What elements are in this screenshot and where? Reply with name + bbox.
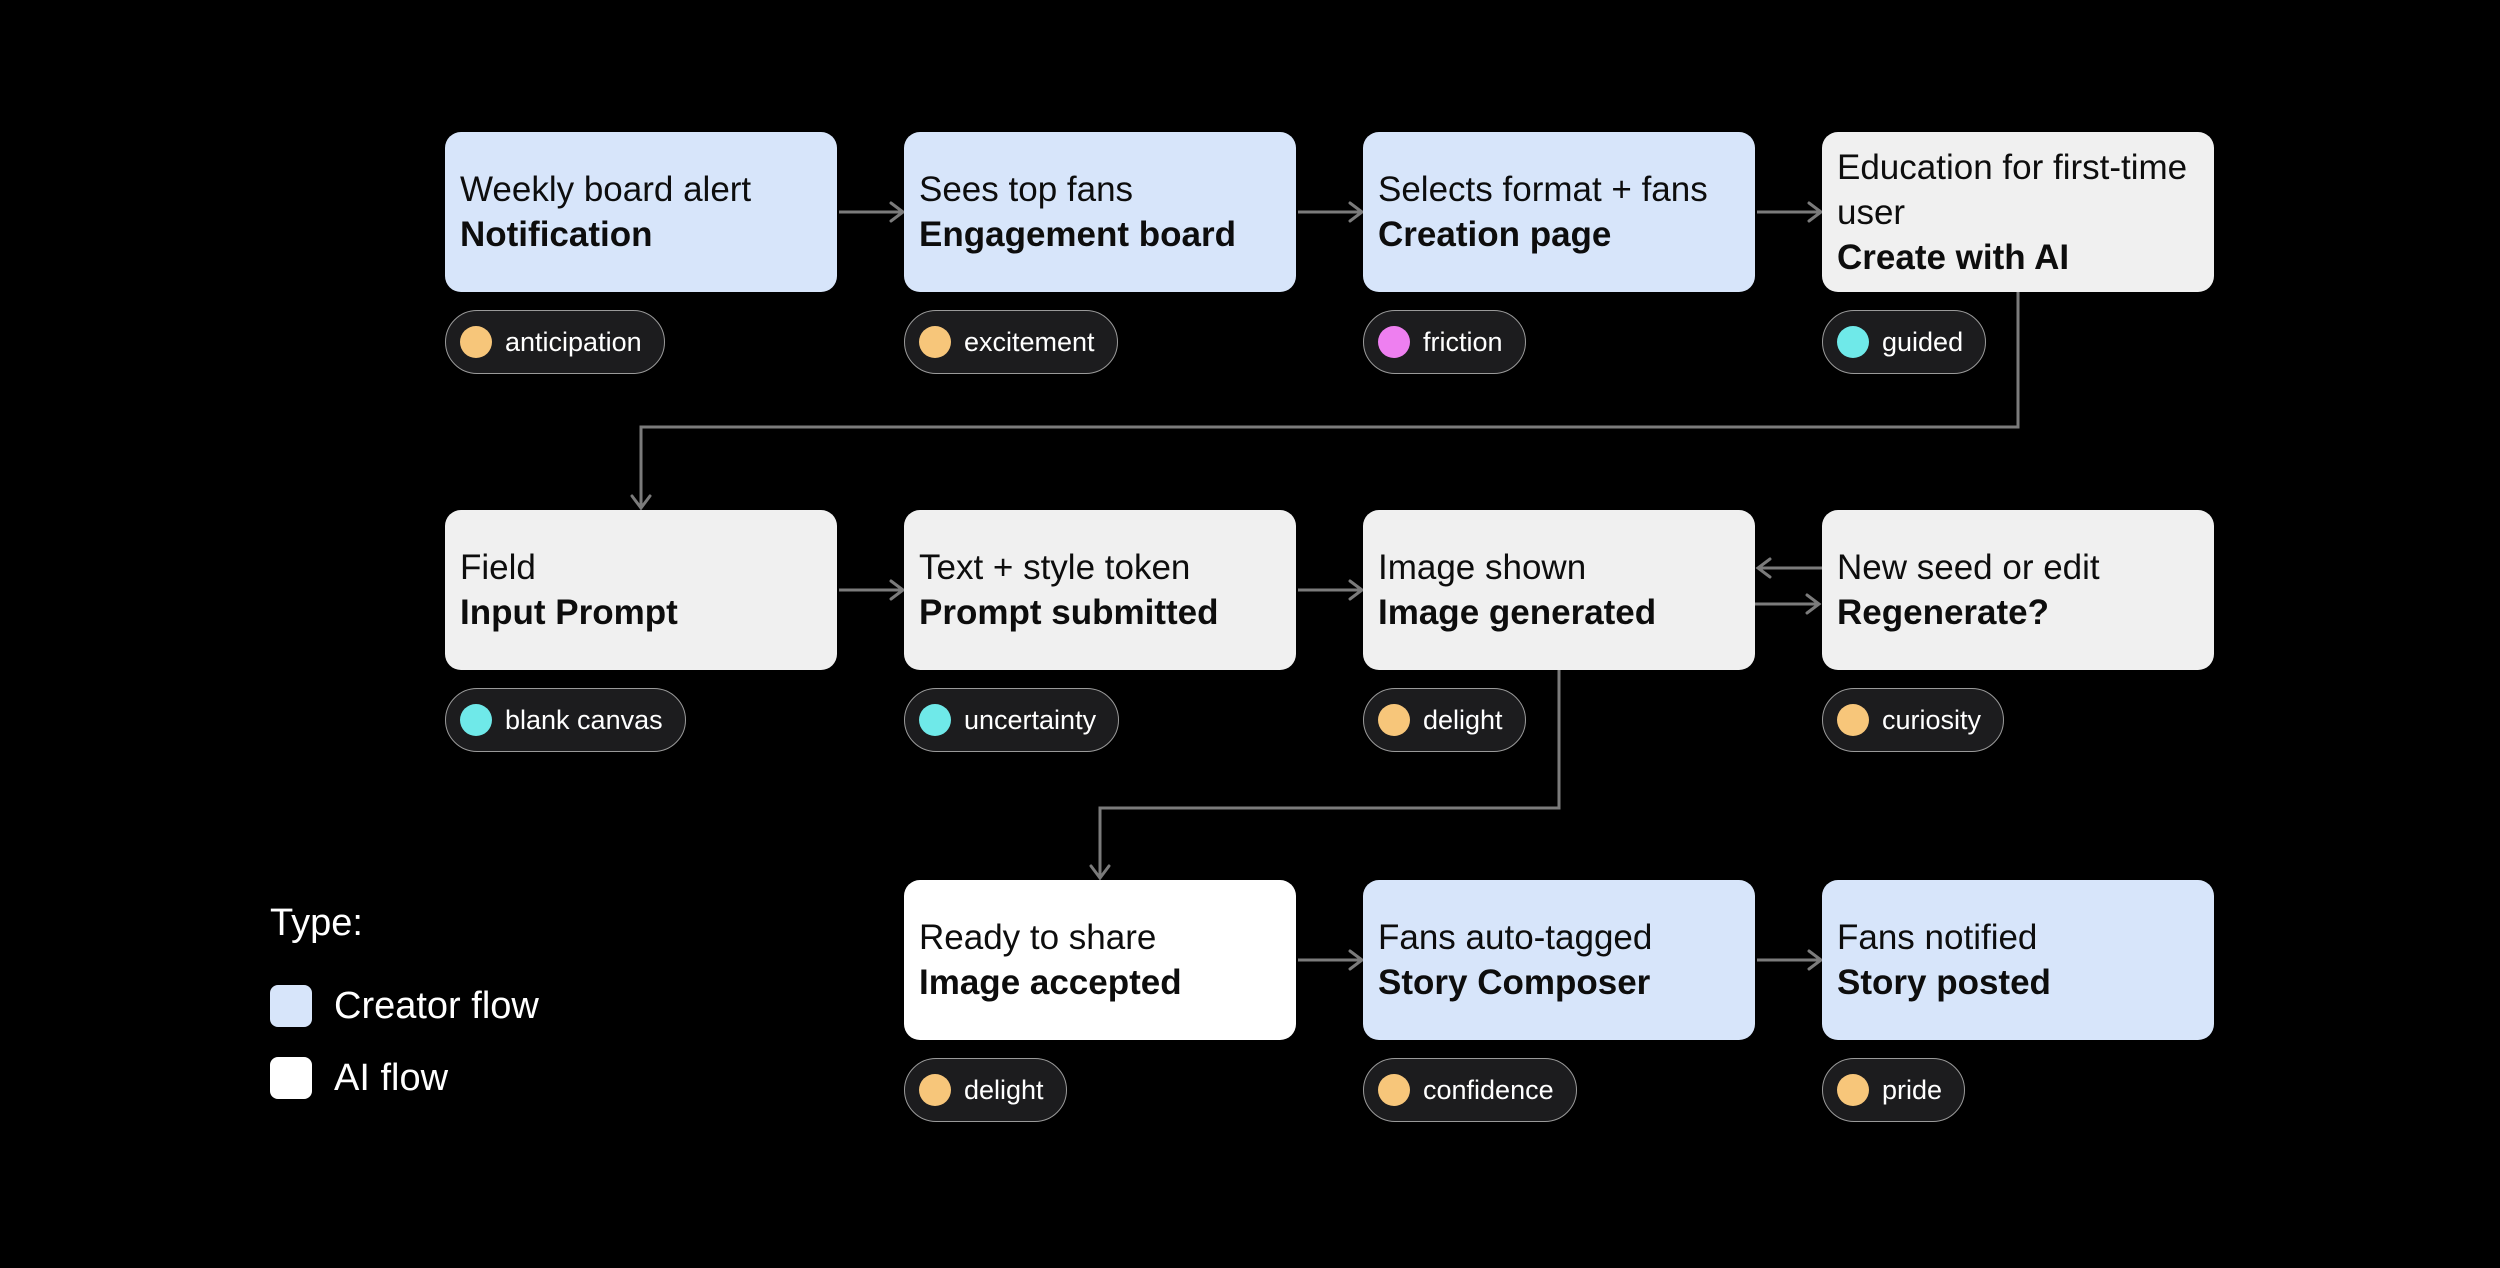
- node-subtitle: Story Composer: [1378, 963, 1651, 1002]
- emotion-pill-anticipation[interactable]: anticipation: [445, 310, 665, 374]
- node-title: Selects format + fans: [1378, 170, 1708, 209]
- emotion-dot-orange: [1837, 1074, 1869, 1106]
- emotion-label: delight: [1423, 704, 1503, 735]
- emotion-pill-guided[interactable]: guided: [1822, 310, 1987, 374]
- emotion-label: excitement: [964, 326, 1095, 357]
- emotion-pill-friction[interactable]: friction: [1363, 310, 1526, 374]
- node-subtitle: Image generated: [1378, 593, 1657, 632]
- node-subtitle: Regenerate?: [1837, 593, 2050, 632]
- emotion-label: guided: [1882, 326, 1964, 357]
- node-title: Fans auto-tagged: [1378, 918, 1653, 957]
- legend-swatch: [270, 985, 312, 1027]
- emotion-pill-uncertainty[interactable]: uncertainty: [904, 688, 1120, 752]
- node-subtitle: Story posted: [1837, 963, 2051, 1002]
- emotion-pill-confidence[interactable]: confidence: [1363, 1058, 1577, 1122]
- emotion-pill-pride[interactable]: pride: [1822, 1058, 1966, 1122]
- node-subtitle: Image accepted: [919, 963, 1182, 1002]
- emotion-dot-cyan: [1837, 326, 1869, 358]
- node-subtitle: Prompt submitted: [919, 593, 1219, 632]
- node-title: Image shown: [1378, 548, 1587, 587]
- emotion-label: anticipation: [505, 326, 642, 357]
- emotion-pill-blank-canvas[interactable]: blank canvas: [445, 688, 686, 752]
- node-title: Fans notified: [1837, 918, 2038, 957]
- emotion-label: confidence: [1423, 1074, 1554, 1105]
- node-title: New seed or edit: [1837, 548, 2100, 587]
- emotion-label: curiosity: [1882, 704, 1982, 735]
- emotion-label: pride: [1882, 1074, 1943, 1105]
- node-title: Sees top fans: [919, 170, 1134, 209]
- emotion-dot-orange: [1378, 704, 1410, 736]
- emotion-label: uncertainty: [964, 704, 1097, 735]
- legend-swatch: [270, 1057, 312, 1099]
- emotion-dot-orange: [1378, 1074, 1410, 1106]
- node-title: Field: [460, 548, 536, 587]
- connector-create-with-ai-to-input-prompt: [630, 292, 2020, 511]
- emotion-dot-magenta: [1378, 326, 1410, 358]
- legend-item-ai-flow: AI flow: [270, 1056, 539, 1100]
- node-title: Weekly board alert: [460, 170, 752, 209]
- connector-image-generated-to-image-accepted: [1089, 670, 1561, 881]
- emotion-label: blank canvas: [505, 704, 663, 735]
- emotion-pill-excitement[interactable]: excitement: [904, 310, 1118, 374]
- legend-label: AI flow: [334, 1056, 449, 1099]
- node-subtitle: Input Prompt: [460, 593, 678, 632]
- legend-title: Type:: [270, 902, 363, 944]
- emotion-dot-orange: [919, 326, 951, 358]
- emotion-label: delight: [964, 1074, 1044, 1105]
- emotion-label: friction: [1423, 326, 1503, 357]
- node-subtitle: Create with AI: [1837, 237, 2070, 277]
- emotion-pill-delight[interactable]: delight: [904, 1058, 1067, 1122]
- emotion-pill-delight[interactable]: delight: [1363, 688, 1526, 752]
- node-title: Education for first-time user: [1837, 147, 2188, 232]
- node-title: Ready to share: [919, 918, 1157, 957]
- legend-item-creator-flow: Creator flow: [270, 984, 539, 1028]
- emotion-dot-orange: [1837, 704, 1869, 736]
- node-title: Text + style token: [919, 548, 1191, 587]
- emotion-dot-orange: [919, 1074, 951, 1106]
- node-subtitle: Notification: [460, 215, 653, 254]
- node-subtitle: Engagement board: [919, 215, 1236, 254]
- emotion-dot-cyan: [460, 704, 492, 736]
- legend-items: Creator flow AI flow: [270, 984, 539, 1100]
- emotion-dot-orange: [460, 326, 492, 358]
- flow-type-legend: Type: Creator flow AI flow: [270, 900, 539, 1128]
- legend-label: Creator flow: [334, 984, 539, 1027]
- emotion-dot-cyan: [919, 704, 951, 736]
- node-subtitle: Creation page: [1378, 215, 1612, 254]
- emotion-pill-curiosity[interactable]: curiosity: [1822, 688, 2005, 752]
